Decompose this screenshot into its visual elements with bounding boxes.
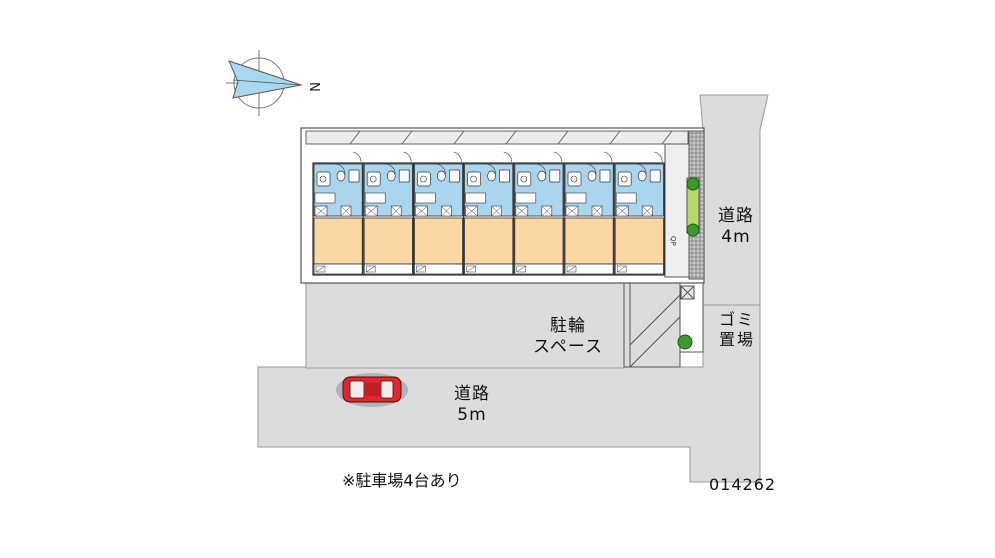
south-road-name: 道路 (454, 384, 490, 404)
meter-label: QP (669, 236, 677, 246)
unit (613, 151, 666, 276)
garbage-area-line2: 置場 (718, 330, 755, 349)
building-roof-strip (305, 130, 689, 145)
south-road-width: 5m (457, 405, 487, 425)
east-road (699, 94, 769, 306)
compass-north-arrow-icon (226, 50, 303, 116)
entrance-corridor (664, 143, 690, 278)
unit (463, 151, 515, 276)
bicycle-space (623, 281, 681, 368)
property-code: 014262 (709, 475, 777, 494)
bicycle-space-label: 駐輪 スペース (518, 316, 618, 358)
parking-lot (305, 281, 625, 369)
garbage-area-label: ゴミ 置場 (712, 310, 762, 350)
east-road-width: 4m (721, 227, 751, 247)
south-road-label: 道路 5m (440, 384, 504, 426)
unit (513, 151, 565, 276)
bicycle-space-line2: スペース (533, 337, 603, 357)
car (336, 373, 408, 407)
unit (412, 151, 465, 276)
garbage-area-line1: ゴミ (718, 310, 755, 329)
parking-note: ※駐車場4台あり (342, 471, 462, 490)
north-letter: N (306, 82, 321, 92)
east-road-label: 道路 4m (708, 206, 764, 248)
bicycle-space-line1: 駐輪 (550, 316, 586, 336)
garbage-shrub (677, 334, 693, 350)
unit (312, 151, 364, 276)
unit (563, 151, 615, 276)
shrub-south (686, 223, 700, 237)
shrub-north (686, 177, 700, 191)
apartment-units (312, 151, 666, 276)
hedge (686, 177, 700, 237)
garbage-area (677, 281, 704, 353)
east-road-name: 道路 (718, 206, 754, 226)
unit (362, 151, 415, 276)
